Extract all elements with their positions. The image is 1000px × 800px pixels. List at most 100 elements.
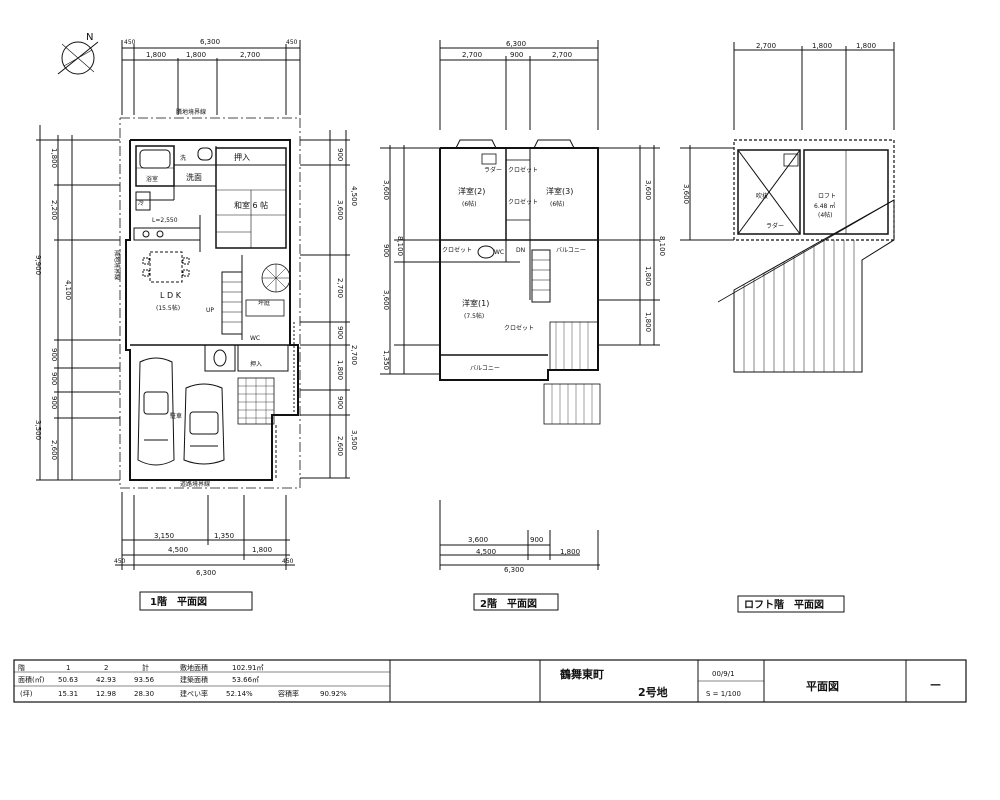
plan3-caption-box <box>737 595 845 613</box>
tb-drawing: 平面図 <box>806 679 839 693</box>
dim-label: 3,600 <box>644 180 652 200</box>
room-label: DN <box>516 247 525 254</box>
dim-label: 4,100 <box>64 280 72 300</box>
tb-cell: 90.92% <box>320 690 347 698</box>
dim-label: 1,800 <box>856 42 876 50</box>
dim-label: 1,800 <box>812 42 832 50</box>
dim-label: 1,350 <box>382 350 390 370</box>
room-label: バルコニー <box>470 365 500 372</box>
tb-cell: 28.30 <box>134 690 154 698</box>
room-label: クロゼット <box>504 324 534 332</box>
dim-label: 1,800 <box>252 546 272 554</box>
tb-cell: 面積(㎡) <box>18 675 45 684</box>
dim-label: 3,600 <box>336 200 344 220</box>
dim-label: 2,700 <box>462 51 482 59</box>
dim-label: 2,600 <box>336 436 344 456</box>
dim-label: 1,800 <box>336 360 344 380</box>
dim-label: 900 <box>336 396 344 409</box>
room-label: WC <box>494 249 504 256</box>
dim-label: 900 <box>50 348 58 361</box>
room-label: 押入 <box>234 152 250 162</box>
room-label: 洋室(1) <box>462 298 489 308</box>
plan2-caption-box <box>473 593 559 611</box>
dim-label: 6,300 <box>504 566 524 574</box>
plan1-title: 1階 平面図 <box>150 595 207 608</box>
dim-label: 1,800 <box>146 51 166 59</box>
tb-cell: 建ぺい率 <box>180 689 208 698</box>
tb-cell: 53.66㎡ <box>232 676 259 684</box>
north-arrow-icon <box>57 41 99 75</box>
dim-label: 2,200 <box>50 200 58 220</box>
room-label: 洋室(3) <box>546 186 573 196</box>
dim-label: 9,900 <box>34 255 42 275</box>
plan3-title: ロフト階 平面図 <box>744 598 824 611</box>
tb-lot: 2号地 <box>638 685 668 699</box>
dim-label: 8,100 <box>396 236 404 256</box>
dim-label: 3,600 <box>382 290 390 310</box>
dim-label: 6,300 <box>200 38 220 46</box>
tb-cell: 1 <box>66 664 70 672</box>
room-label: 6.48 ㎡ <box>814 202 835 210</box>
dim-label: 2,700 <box>240 51 260 59</box>
dim-label: 1,350 <box>214 532 234 540</box>
room-label: (6帖) <box>550 200 565 208</box>
plan2-drawing <box>380 40 660 570</box>
room-label: 押入 <box>250 360 262 368</box>
plan3-drawing <box>680 42 895 373</box>
room-label: 洗面 <box>186 172 202 182</box>
dim-label: 2,700 <box>336 278 344 298</box>
tb-cell: 15.31 <box>58 690 78 698</box>
room-label: ラダー <box>766 222 784 230</box>
room-label: バルコニー <box>556 247 586 254</box>
plan2-title: 2階 平面図 <box>480 597 537 610</box>
dim-label: 900 <box>530 536 543 544</box>
dim-label: 900 <box>510 51 523 59</box>
tb-cell: (坪) <box>20 690 33 698</box>
plan1-caption-box <box>139 591 253 611</box>
dim-label: 900 <box>50 396 58 409</box>
room-label: (15.5帖) <box>156 304 180 312</box>
dim-label: 3,150 <box>154 532 174 540</box>
tb-cell: 52.14% <box>226 690 253 698</box>
room-label: L=2,550 <box>152 217 178 224</box>
tb-cell: 階 <box>18 663 25 672</box>
north-label: N <box>86 32 93 43</box>
tb-date: 00/9/1 <box>712 670 735 678</box>
room-label: L D K <box>160 291 182 300</box>
room-label: 和室 6 帖 <box>234 200 268 210</box>
plan1-drawing <box>36 40 350 570</box>
dim-label: 1,800 <box>644 312 652 332</box>
room-label: ラダー <box>484 166 502 174</box>
dim-label: 450 <box>124 39 136 46</box>
room-label: WC <box>250 335 260 342</box>
dim-label: 2,700 <box>756 42 776 50</box>
room-label: (6帖) <box>462 200 477 208</box>
tb-cell: 容積率 <box>278 689 299 698</box>
dim-label: 6,300 <box>196 569 216 577</box>
room-label: UP <box>206 307 214 314</box>
dim-label: 450 <box>286 39 298 46</box>
dim-label: 900 <box>50 372 58 385</box>
dim-label: 3,500 <box>350 430 358 450</box>
room-label: 冷 <box>138 199 144 207</box>
car-icon <box>183 383 225 465</box>
dim-label: 3,600 <box>468 536 488 544</box>
room-label: (4帖) <box>818 211 833 219</box>
room-label: 駐車 <box>170 412 182 420</box>
room-label: 洗 <box>180 154 186 162</box>
dim-label: 450 <box>114 558 126 565</box>
room-label: 洋室(2) <box>458 186 485 196</box>
dim-label: 1,800 <box>186 51 206 59</box>
tb-cell: 建築面積 <box>180 675 208 684</box>
room-label: ロフト <box>818 193 836 200</box>
dim-label: 4,500 <box>350 186 358 206</box>
dim-label: 4,500 <box>168 546 188 554</box>
boundary-label: 隣地境界線 <box>176 108 206 116</box>
car-icon <box>137 357 175 466</box>
room-label: 浴室 <box>146 175 158 183</box>
dim-label: 1,800 <box>560 548 580 556</box>
tb-cell: 2 <box>104 664 108 672</box>
tb-cell: 42.93 <box>96 676 116 684</box>
dim-label: 900 <box>336 326 344 339</box>
